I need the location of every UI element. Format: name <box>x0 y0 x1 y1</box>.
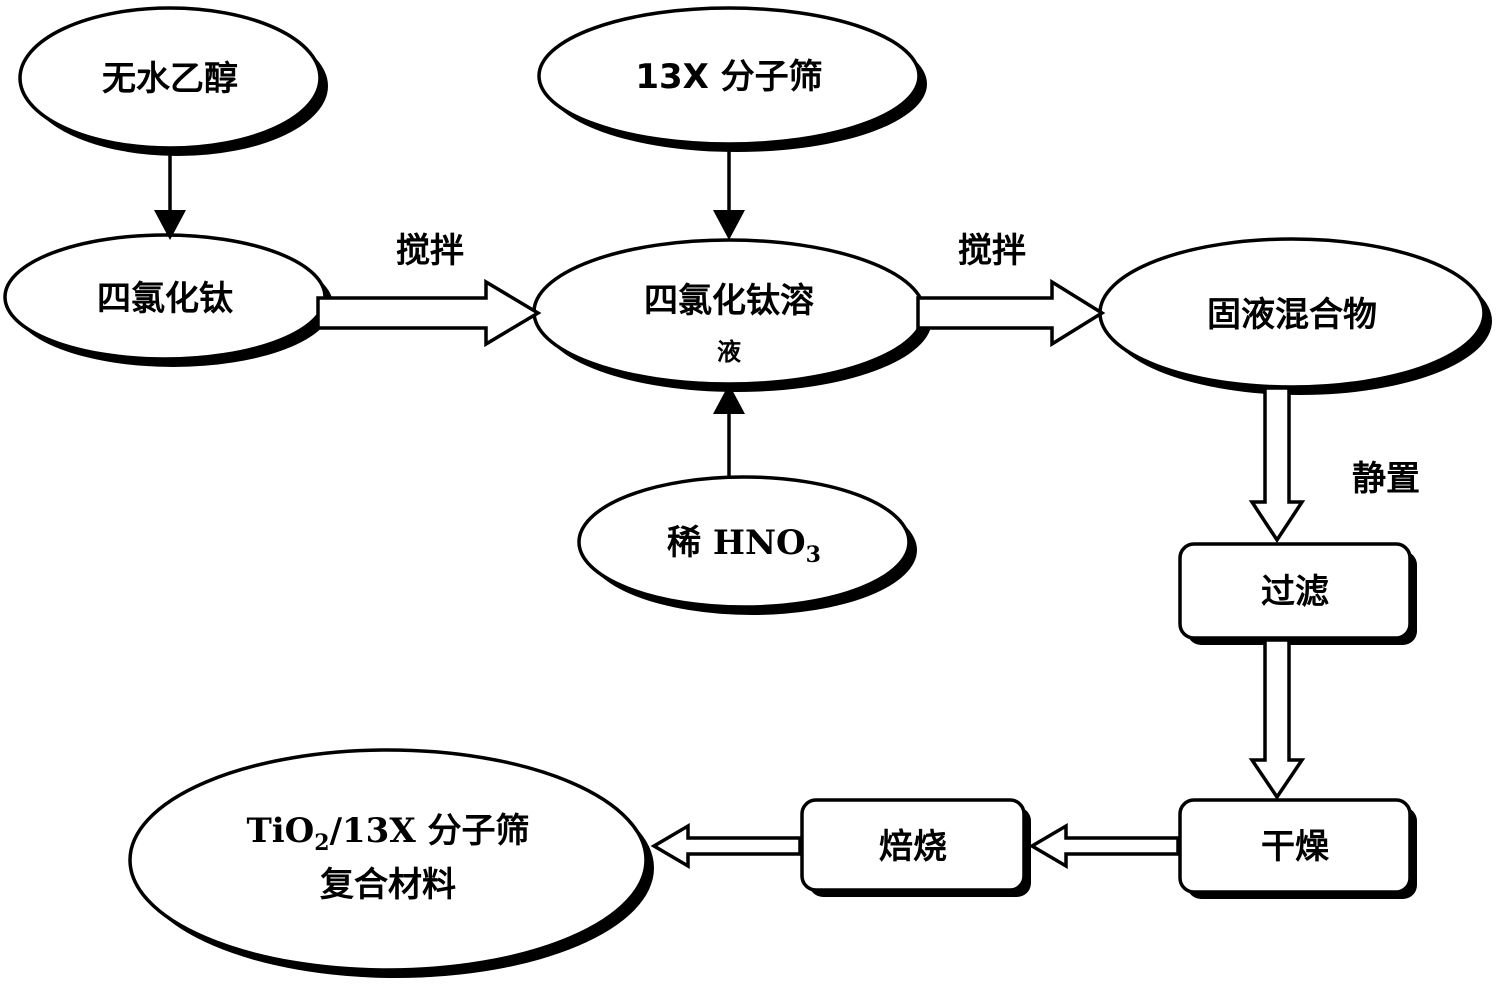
node-molecular-sieve-label: 13X 分子筛 <box>635 57 822 97</box>
arrow-ethanol-to-ticl4 <box>154 150 186 240</box>
node-anhydrous-ethanol: 无水乙醇 <box>18 6 328 156</box>
arrow-ticl4-to-solution <box>316 278 542 348</box>
node-drying: 干燥 <box>1178 798 1417 899</box>
node-solid-liquid-mixture-label: 固液混合物 <box>1207 295 1377 335</box>
edge-label-stir-1: 搅拌 <box>396 231 464 271</box>
node-anhydrous-ethanol-label: 无水乙醇 <box>102 59 238 99</box>
node-drying-label: 干燥 <box>1261 827 1330 867</box>
node-dilute-hno3: 稀 HNO3 <box>577 475 917 615</box>
arrow-mixture-to-filtration <box>1248 386 1306 544</box>
node-ticl4: 四氯化钛 <box>3 233 333 367</box>
node-filtration-label: 过滤 <box>1261 572 1329 612</box>
edge-label-stir-2: 搅拌 <box>958 231 1026 271</box>
node-calcination-label: 焙烧 <box>879 827 947 867</box>
node-calcination: 焙烧 <box>800 798 1031 897</box>
node-solid-liquid-mixture: 固液混合物 <box>1098 237 1492 395</box>
node-product-composite: TiO2/13X 分子筛 复合材料 <box>128 748 654 978</box>
arrow-filtration-to-drying <box>1248 638 1306 801</box>
node-ticl4-solution-label-line1: 四氯化钛溶 <box>644 281 814 321</box>
node-ticl4-solution-label-line2: 液 <box>717 338 741 366</box>
node-filtration: 过滤 <box>1178 542 1417 645</box>
arrow-solution-to-mixture <box>916 278 1106 348</box>
arrow-drying-to-calcination <box>1028 822 1180 870</box>
node-ticl4-solution: 四氯化钛溶 液 <box>532 238 932 392</box>
arrow-sieve-to-solution <box>713 146 745 240</box>
node-ticl4-label: 四氯化钛 <box>97 279 234 319</box>
arrow-hno3-to-solution <box>713 384 745 476</box>
arrow-calcination-to-product <box>650 822 802 870</box>
node-dilute-hno3-label: 稀 HNO3 <box>667 523 821 568</box>
node-product-label-line2: 复合材料 <box>320 865 456 905</box>
node-product-label-line1: TiO2/13X 分子筛 <box>246 811 529 856</box>
edge-label-standing: 静置 <box>1352 459 1420 499</box>
node-molecular-sieve: 13X 分子筛 <box>537 6 927 152</box>
